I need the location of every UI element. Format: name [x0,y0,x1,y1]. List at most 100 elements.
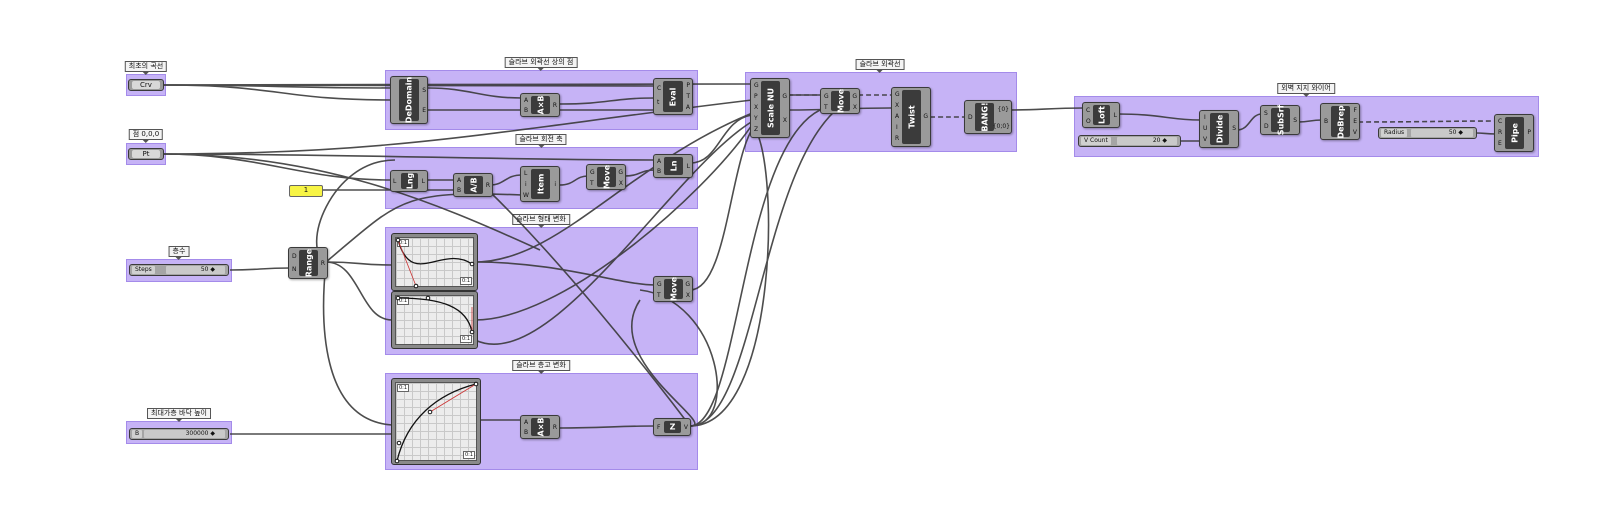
debrep-output-v[interactable]: V [1352,129,1357,136]
move-3-input-t[interactable]: T [824,104,828,111]
move-2-output-x[interactable]: X [685,292,690,299]
pipe-input-r[interactable]: R [1498,129,1503,136]
move-3-input-g[interactable]: G [824,93,829,100]
z-input-f[interactable]: F [657,424,661,431]
radius-slider[interactable]: Radius 50 ◆ [1378,127,1477,139]
ln-input-b[interactable]: B [657,168,662,175]
lng-component[interactable]: Lng L L [390,170,428,192]
ln-input-a[interactable]: A [657,158,662,165]
z-output-v[interactable]: V [683,424,688,431]
axb-1-input-b[interactable]: B [524,107,529,114]
scalenu-input-y[interactable]: Y [754,115,758,122]
move-2-input-t[interactable]: T [657,292,661,299]
loft-output-l[interactable]: L [1113,112,1117,119]
dedomain-output-s[interactable]: S [422,87,426,94]
twist-input-a[interactable]: A [895,113,900,120]
axb-2-input-a[interactable]: A [524,419,529,426]
debrep-component[interactable]: DeBrep B F E V [1320,103,1360,140]
scalenu-input-p[interactable]: P [754,93,758,100]
divide-input-v[interactable]: V [1203,136,1208,143]
pipe-component[interactable]: Pipe C R E P [1494,114,1534,152]
divide-input-u[interactable]: U [1203,125,1208,132]
pipe-input-e[interactable]: E [1498,140,1502,147]
graph-mapper-3-grid[interactable] [395,382,477,461]
scalenu-output-g[interactable]: G [782,93,787,100]
eval-output-t[interactable]: T [686,93,690,100]
range-input-n[interactable]: N [292,266,297,273]
eval-output-a[interactable]: A [685,104,690,111]
adivb-input-b[interactable]: B [457,187,462,194]
item-component[interactable]: Item L i W i [520,166,560,202]
graph-mapper-1[interactable]: 0:1 0:1 [391,233,478,291]
scalenu-input-z[interactable]: Z [754,126,759,133]
move-1-input-t[interactable]: T [590,180,594,187]
bang-component[interactable]: BANG! D {0} {0;0} [964,100,1012,134]
axb-component-1[interactable]: A×B A B R [520,93,560,117]
debrep-input-b[interactable]: B [1324,118,1329,125]
move-component-2[interactable]: Move G T G X [653,276,693,302]
axb-1-input-a[interactable]: A [524,97,529,104]
adivb-input-a[interactable]: A [457,177,462,184]
subsrf-output-s[interactable]: S [1293,117,1297,124]
divide-component[interactable]: Divide I U V S [1199,110,1239,148]
twist-component[interactable]: Twist G X A I R G [891,87,931,147]
subsrf-input-s[interactable]: S [1264,110,1268,117]
divide-output-s[interactable]: S [1232,125,1236,132]
radius-slider-track[interactable]: 50 ◆ [1411,129,1473,137]
eval-output-p[interactable]: P [686,82,690,89]
range-component[interactable]: Range D N R [288,247,328,279]
loft-component[interactable]: Loft C O L [1082,102,1120,128]
item-input-i[interactable]: i [525,181,527,188]
lng-output-l[interactable]: L [421,178,425,185]
scalenu-component[interactable]: Scale NU G P X Y Z G X [750,78,790,138]
scalenu-input-g[interactable]: G [754,82,759,89]
subsrf-input-d[interactable]: D [1264,123,1269,130]
pipe-input-c[interactable]: C [1498,118,1503,125]
steps-slider[interactable]: Steps 50 ◆ [129,264,229,276]
lng-input-l[interactable]: L [393,178,397,185]
twist-output-g[interactable]: G [923,113,928,120]
z-component[interactable]: Z F V [653,418,691,436]
graph-mapper-2[interactable]: 0:1 0:1 [391,291,478,349]
ln-output-l[interactable]: L [686,163,690,170]
item-output-i[interactable]: i [554,181,556,188]
axb-2-input-b[interactable]: B [524,429,529,436]
subsrf-component[interactable]: SubSrf S D S [1260,105,1300,135]
move-2-input-g[interactable]: G [657,281,662,288]
move-component-3[interactable]: Move G T G X [820,88,860,114]
twist-input-r[interactable]: R [895,135,900,142]
move-3-output-x[interactable]: X [852,104,857,111]
eval-input-c[interactable]: C [657,85,662,92]
twist-input-g[interactable]: G [895,91,900,98]
range-output-r[interactable]: R [320,260,325,267]
graph-mapper-3[interactable]: 0:1 0:1 [391,378,481,465]
move-1-output-g[interactable]: G [618,169,623,176]
loft-input-c[interactable]: C [1086,107,1091,114]
twist-input-i[interactable]: I [896,124,898,131]
item-input-w[interactable]: W [523,192,529,199]
loft-input-o[interactable]: O [1086,118,1091,125]
pt-param[interactable]: Pt [128,148,164,160]
twist-input-x[interactable]: X [895,102,900,109]
height-slider[interactable]: B 300000 ◆ [129,428,229,440]
eval-input-t[interactable]: t [657,99,660,106]
debrep-output-f[interactable]: F [1353,107,1357,114]
move-1-output-x[interactable]: X [618,180,623,187]
crv-param[interactable]: Crv [128,79,164,91]
item-input-l[interactable]: L [524,170,528,177]
value-panel[interactable]: 1 [289,185,323,197]
vcount-slider[interactable]: V Count 20 ◆ [1078,135,1181,147]
adivb-component[interactable]: A/B A B R [453,173,493,197]
steps-slider-track[interactable]: 50 ◆ [166,266,225,274]
ln-component[interactable]: Ln A B L [653,154,693,178]
dedomain-output-e[interactable]: E [422,107,426,114]
scalenu-output-x[interactable]: X [782,117,787,124]
axb-component-2[interactable]: A×B A B R [520,415,560,439]
divide-input-i[interactable]: I [1204,114,1206,121]
axb-2-output-r[interactable]: R [552,424,557,431]
debrep-output-e[interactable]: E [1353,118,1357,125]
pipe-output-p[interactable]: P [1527,129,1531,136]
move-2-output-g[interactable]: G [685,281,690,288]
move-1-input-g[interactable]: G [590,169,595,176]
